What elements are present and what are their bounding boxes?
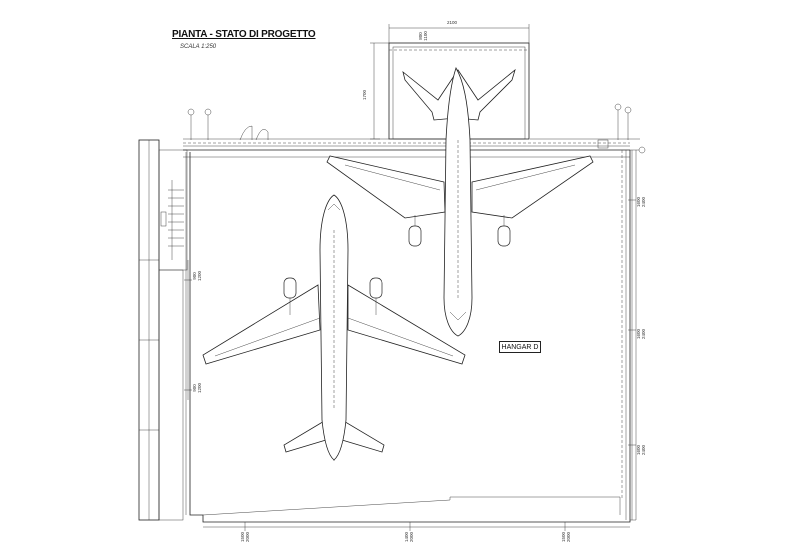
dim-bottom-1b: 2000 (245, 531, 250, 542)
right-dimension-chain (628, 150, 636, 520)
dim-top-small: 800 (418, 32, 423, 40)
drawing-title: PIANTA - STATO DI PROGETTO (172, 29, 316, 40)
dim-top-width: 2100 (447, 20, 458, 25)
dim-left-1b: 1200 (197, 270, 202, 281)
bottom-dimension-chain (203, 522, 630, 531)
dim-right-2: 1600 (636, 328, 641, 339)
dim-left-2b: 1200 (197, 382, 202, 393)
dim-right-1: 1600 (636, 196, 641, 207)
drawing-scale: SCALA 1:250 (180, 44, 217, 50)
dim-bottom-3b: 2000 (566, 531, 571, 542)
dim-bottom-2: 1400 (404, 531, 409, 542)
hangar-label: HANGAR D (499, 341, 541, 353)
left-building-strip (138, 139, 188, 521)
dim-right-2b: 2400 (641, 328, 646, 339)
dim-left-2: 900 (192, 384, 197, 392)
dim-bottom-3: 1500 (561, 531, 566, 542)
dim-top-height: 1700 (362, 89, 367, 100)
dim-right-1b: 2400 (641, 196, 646, 207)
dim-left-1: 900 (192, 272, 197, 280)
dim-right-3: 1600 (636, 444, 641, 455)
tail-dock-extension (370, 24, 530, 140)
dim-bottom-2b: 2000 (409, 531, 414, 542)
dim-top-small-b: 1100 (423, 31, 428, 41)
dim-bottom-1: 1500 (240, 531, 245, 542)
aircraft-lower (202, 194, 466, 462)
dim-right-3b: 2400 (641, 444, 646, 455)
left-dimension-chain (184, 260, 192, 400)
aircraft-upper (326, 67, 594, 337)
